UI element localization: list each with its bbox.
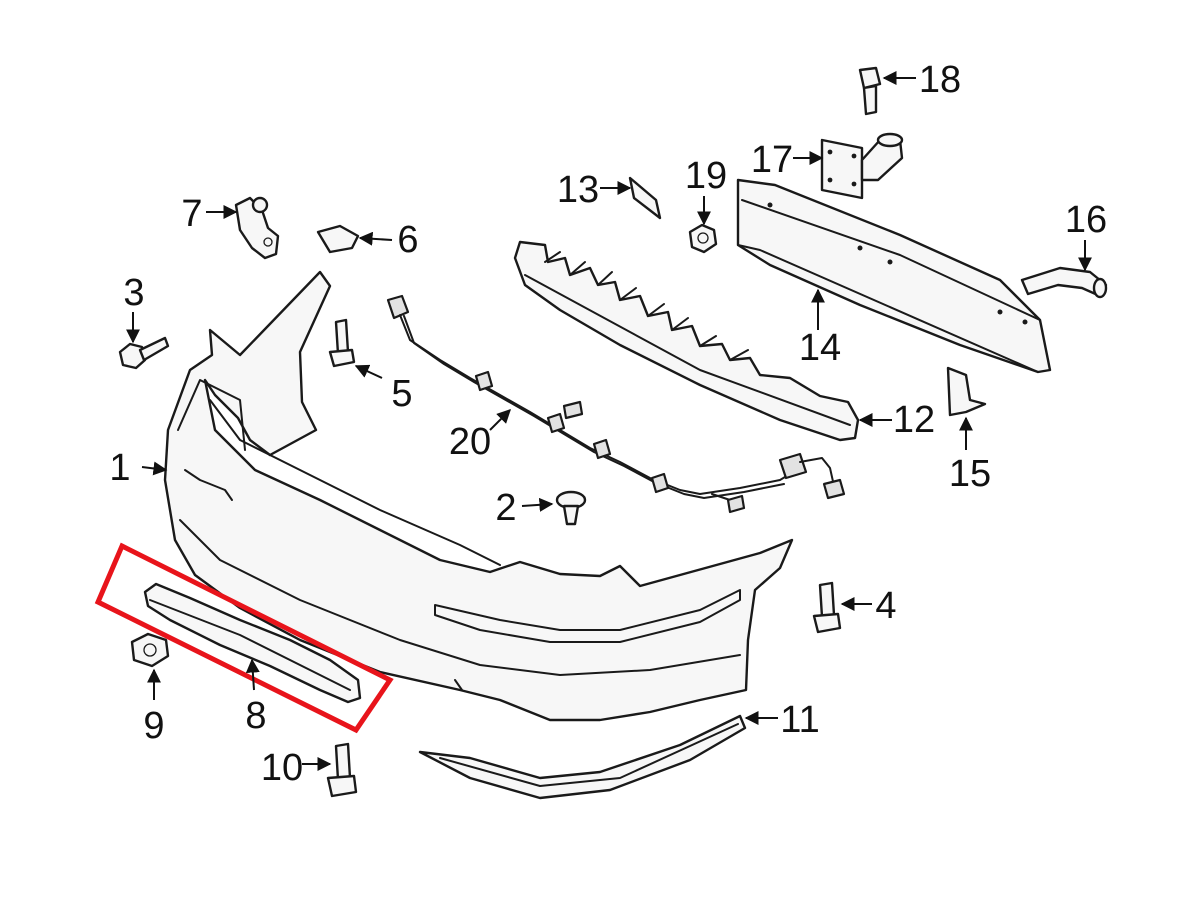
callout-8: 8 [245, 695, 266, 737]
callout-17: 17 [751, 139, 793, 181]
callout-5: 5 [391, 373, 412, 415]
part-12-energy-absorber [513, 240, 860, 442]
part-13-pad [628, 176, 662, 220]
part-16-tube [1020, 266, 1108, 299]
callout-7: 7 [181, 193, 202, 235]
callout-13: 13 [557, 169, 599, 211]
callout-1: 1 [109, 447, 130, 489]
callout-9: 9 [143, 705, 164, 747]
part-6-clip [316, 224, 360, 254]
callout-2: 2 [495, 487, 516, 529]
callout-3: 3 [123, 272, 144, 314]
callout-19: 19 [685, 155, 727, 197]
part-19-nut [688, 223, 718, 254]
callout-14: 14 [799, 327, 841, 369]
part-4-bolt [812, 581, 842, 634]
part-20-wiring-harness [386, 294, 846, 514]
callout-11: 11 [780, 699, 819, 741]
callout-labels: 1 2 3 4 5 6 7 8 9 10 11 12 13 14 15 16 1… [109, 59, 1107, 789]
part-2-push-clip [555, 490, 587, 526]
part-1-bumper-cover [163, 270, 794, 722]
callout-4: 4 [875, 585, 896, 627]
callout-6: 6 [397, 219, 418, 261]
part-18-bolt [858, 66, 882, 116]
part-14-reinforcement-beam [736, 178, 1052, 374]
callout-18: 18 [919, 59, 961, 101]
callout-10: 10 [261, 747, 303, 789]
part-11-lower-molding [418, 714, 747, 800]
part-3-bolt [118, 336, 170, 370]
part-17-bracket [820, 132, 904, 200]
part-7-clip [234, 196, 280, 260]
part-9-nut [130, 632, 170, 668]
part-8-lower-trim [143, 582, 362, 704]
part-15-pad [946, 366, 987, 417]
callout-12: 12 [893, 399, 935, 441]
callout-16: 16 [1065, 199, 1107, 241]
callout-arrows [126, 71, 1092, 771]
callout-20: 20 [449, 421, 491, 463]
part-10-bolt [326, 742, 358, 798]
callout-15: 15 [949, 453, 991, 495]
highlight-box-part-8 [94, 542, 394, 734]
part-5-bolt [328, 318, 356, 368]
